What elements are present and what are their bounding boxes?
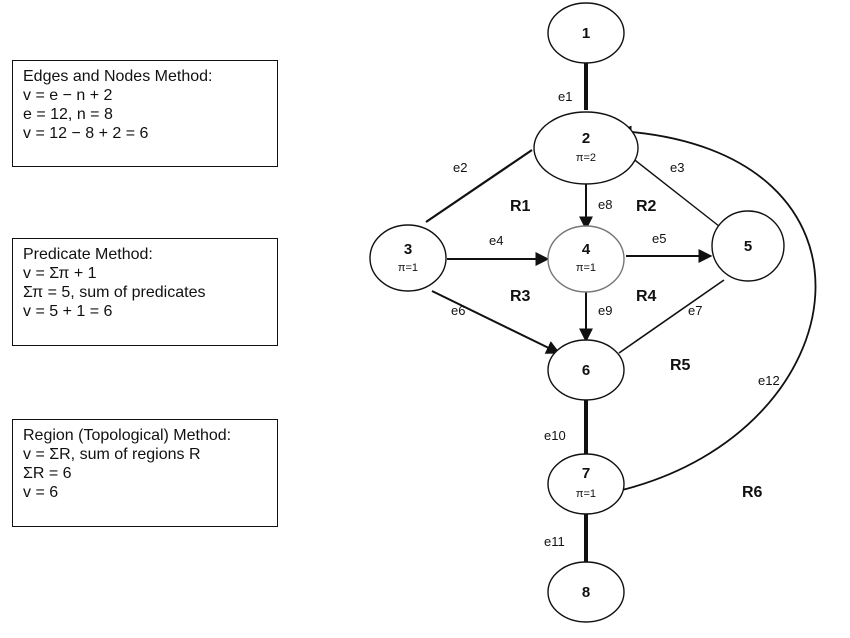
node-5	[711, 210, 785, 282]
formula-line: v = 5 + 1 = 6	[23, 303, 113, 320]
box-title: Predicate Method:	[23, 246, 153, 263]
box-title: Region (Topological) Method:	[23, 427, 232, 444]
node-2-label: 2	[582, 130, 590, 147]
node-8-label: 8	[582, 584, 590, 601]
formula-line: v = 12 − 8 + 2 = 6	[23, 125, 149, 142]
node-2	[533, 111, 639, 185]
edge-label-e11: e11	[544, 534, 565, 549]
edge-e7	[618, 279, 725, 354]
edge-label-e3: e3	[670, 160, 684, 175]
node-4-sub: π=1	[576, 262, 596, 274]
node-8	[547, 561, 625, 623]
node-7-label: 7	[582, 465, 590, 482]
region-label-r4: R4	[636, 288, 657, 305]
node-3-label: 3	[404, 241, 412, 258]
node-3	[369, 224, 447, 292]
edges-nodes-method-box: Edges and Nodes Method: v = e − n + 2 e …	[12, 60, 278, 167]
formula-line: v = e − n + 2	[23, 87, 113, 104]
edge-label-e12: e12	[758, 373, 780, 388]
edge-label-e8: e8	[598, 197, 612, 212]
edge-label-e1: e1	[558, 89, 572, 104]
edge-e3	[621, 149, 725, 231]
predicate-method-box: Predicate Method: v = Σπ + 1 Σπ = 5, sum…	[12, 238, 278, 346]
node-1-label: 1	[582, 25, 590, 42]
region-label-r3: R3	[510, 288, 531, 305]
edge-label-e4: e4	[489, 233, 503, 248]
node-4	[547, 225, 625, 293]
node-4-label: 4	[582, 241, 591, 258]
box-title: Edges and Nodes Method:	[23, 68, 213, 85]
node-1	[547, 2, 625, 64]
edge-label-e5: e5	[652, 231, 666, 246]
formula-line: v = ΣR, sum of regions R	[23, 446, 201, 463]
formula-line: v = Σπ + 1	[23, 265, 97, 282]
region-label-r5: R5	[670, 357, 691, 374]
node-5-label: 5	[744, 238, 752, 255]
region-label-r2: R2	[636, 198, 657, 215]
edge-e2	[425, 149, 533, 223]
edge-e12	[618, 125, 817, 491]
node-3-sub: π=1	[398, 262, 418, 274]
region-label-r1: R1	[510, 198, 531, 215]
node-7-sub: π=1	[576, 488, 596, 500]
node-7	[547, 453, 625, 515]
edge-label-e9: e9	[598, 303, 612, 318]
region-label-r6: R6	[742, 484, 763, 501]
formula-line: ΣR = 6	[23, 465, 72, 482]
formula-line: Σπ = 5, sum of predicates	[23, 284, 206, 301]
edge-label-e2: e2	[453, 160, 467, 175]
edge-e6	[431, 290, 561, 354]
node-6-label: 6	[582, 362, 590, 379]
node-6	[547, 339, 625, 401]
node-2-sub: π=2	[576, 152, 596, 164]
formula-line: v = 6	[23, 484, 59, 501]
formula-line: e = 12, n = 8	[23, 106, 113, 123]
edge-label-e6: e6	[451, 303, 465, 318]
region-method-box: Region (Topological) Method: v = ΣR, sum…	[12, 419, 278, 527]
edge-label-e10: e10	[544, 428, 566, 443]
edge-label-e7: e7	[688, 303, 702, 318]
